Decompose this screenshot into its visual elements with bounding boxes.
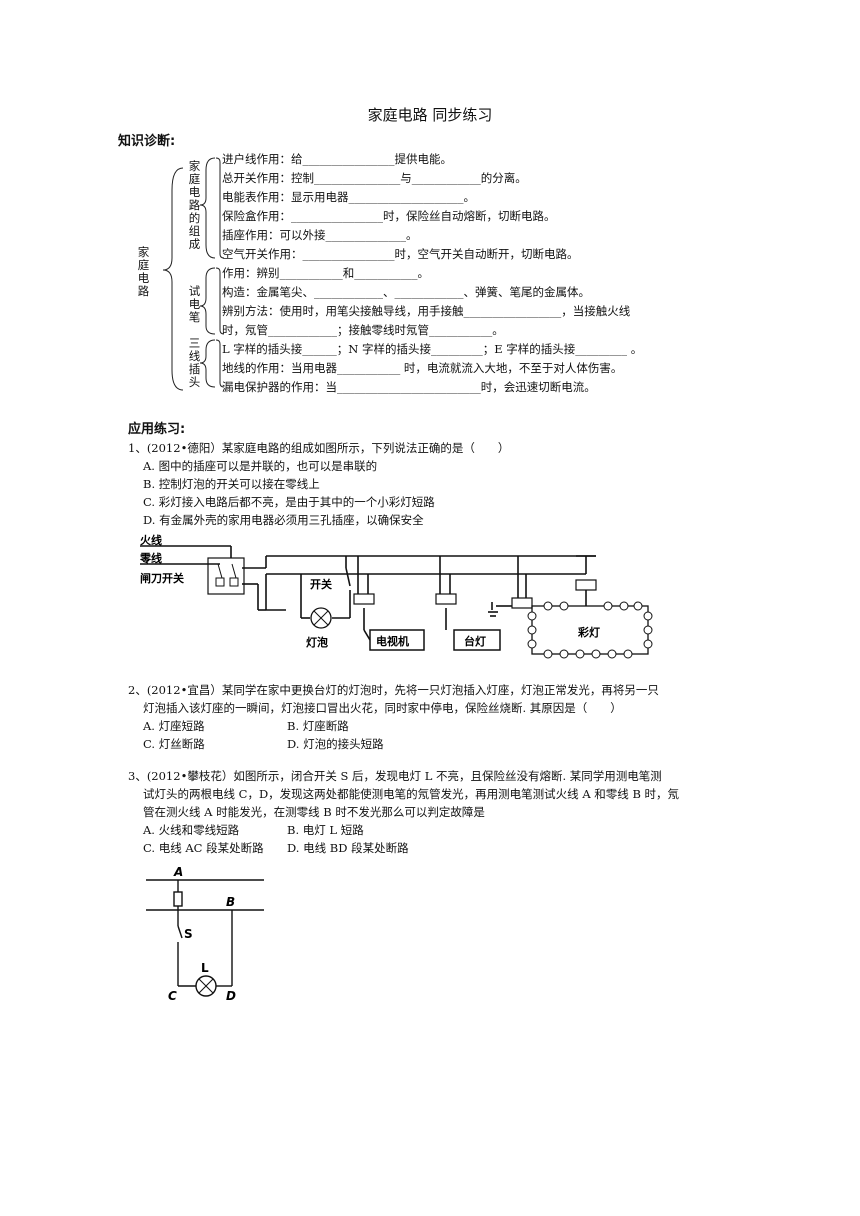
q1-stem: 1、(2012•德阳）某家庭电路的组成如图所示，下列说法正确的是（ ）	[128, 441, 510, 455]
q3-stem-line1: 3、(2012•攀枝花）如图所示，闭合开关 S 后，发现电灯 L 不亮，且保险丝…	[128, 769, 662, 783]
bulb-label: 灯泡	[306, 635, 328, 649]
q3-stem-line2: 试灯头的两根电线 C，D，发现这两处都能使测电笔的氖管发光，再用测电笔测试火线 …	[143, 787, 680, 801]
q3-circuit-figure: A B S L C D	[146, 865, 264, 1002]
q2-stem-line1: 2、(2012•宜昌）某同学在家中更换台灯的灯泡时，先将一只灯泡插入灯座，灯泡正…	[128, 683, 659, 697]
knowledge-line: 辨别方法：使用时，用笔尖接触导线，用手接触_________________，当…	[222, 304, 631, 318]
neutral-wire-label: 零线	[139, 551, 162, 565]
knowledge-heading: 知识诊断:	[118, 134, 176, 149]
q1-circuit-figure: 火线 零线 闸刀开关 开关 灯泡 电视机 台灯 彩灯	[139, 534, 653, 659]
knowledge-line: L 字样的插头接______；N 字样的插头接_________；E 字样的插头…	[222, 342, 643, 356]
brace-diagram	[162, 157, 225, 391]
knowledge-line: 总开关作用：控制_______________与____________的分离。	[222, 171, 527, 185]
q3-option-d: D. 电线 BD 段某处断路	[287, 841, 409, 855]
q3-stem-line3: 管在测火线 A 时能发光，在测零线 B 时不发光那么可以判定故障是	[143, 805, 485, 819]
point-b-label: B	[226, 895, 235, 909]
q3-option-a: A. 火线和零线短路	[143, 823, 240, 837]
q2-option-d: D. 灯泡的接头短路	[287, 737, 384, 751]
knowledge-line: 电能表作用：显示用电器____________________。	[222, 190, 475, 204]
root-label: 家庭电路	[137, 245, 150, 298]
q2-option-b: B. 灯座断路	[287, 719, 349, 733]
q1-option-c: C. 彩灯接入电路后都不亮，是由于其中的一个小彩灯短路	[143, 495, 435, 509]
q3-option-c: C. 电线 AC 段某处断路	[143, 841, 264, 855]
string-lights-label: 彩灯	[577, 625, 600, 639]
live-wire-label: 火线	[140, 534, 162, 547]
group-label-plug: 三线插头	[188, 336, 201, 389]
point-d-label: D	[226, 989, 236, 1002]
q1-option-a: A. 图中的插座可以是并联的，也可以是串联的	[143, 459, 378, 473]
knife-switch-label: 闸刀开关	[140, 571, 184, 585]
point-a-label: A	[173, 865, 183, 879]
q2-option-a: A. 灯座短路	[143, 719, 205, 733]
q1-option-d: D. 有金属外壳的家用电器必须用三孔插座，以确保安全	[143, 513, 424, 527]
q2-option-c: C. 灯丝断路	[143, 737, 205, 751]
knowledge-line: 漏电保护器的作用：当_________________________时，会迅速…	[222, 380, 596, 394]
point-c-label: C	[168, 989, 177, 1002]
q3-option-b: B. 电灯 L 短路	[287, 823, 364, 837]
group-label-tester: 试电笔	[188, 284, 201, 324]
q2-stem-line2: 灯泡插入该灯座的一瞬间，灯泡接口冒出火花，同时家中停电，保险丝烧断. 其原因是（…	[143, 701, 622, 715]
knowledge-line: 空气开关作用：________________时，空气开关自动断开，切断电路。	[222, 247, 579, 261]
knowledge-line: 插座作用：可以外接______________。	[222, 228, 418, 242]
knowledge-line: 进户线作用：给________________提供电能。	[222, 152, 452, 166]
group-label-composition: 家庭电路的组成	[188, 159, 201, 251]
knowledge-line: 时，氖管____________；接触零线时氖管___________。	[222, 323, 504, 337]
knowledge-line: 保险盒作用：________________时，保险丝自动熔断，切断电路。	[222, 209, 556, 223]
practice-heading: 应用练习:	[128, 422, 186, 437]
q1-option-b: B. 控制灯泡的开关可以接在零线上	[143, 477, 320, 491]
knowledge-line: 作用：辨别___________和___________。	[222, 266, 429, 280]
switch-label: 开关	[310, 577, 332, 591]
knowledge-line: 地线的作用：当用电器___________ 时，电流就流入大地，不至于对人体伤害…	[222, 361, 623, 375]
knowledge-line: 构造：金属笔尖、____________、____________、弹簧、笔尾的…	[222, 285, 590, 299]
page-title: 家庭电路 同步练习	[367, 106, 493, 124]
lamp-l-label: L	[201, 961, 209, 975]
switch-s-label: S	[184, 927, 193, 941]
tv-label: 电视机	[376, 634, 409, 648]
lamp-label: 台灯	[464, 634, 486, 648]
